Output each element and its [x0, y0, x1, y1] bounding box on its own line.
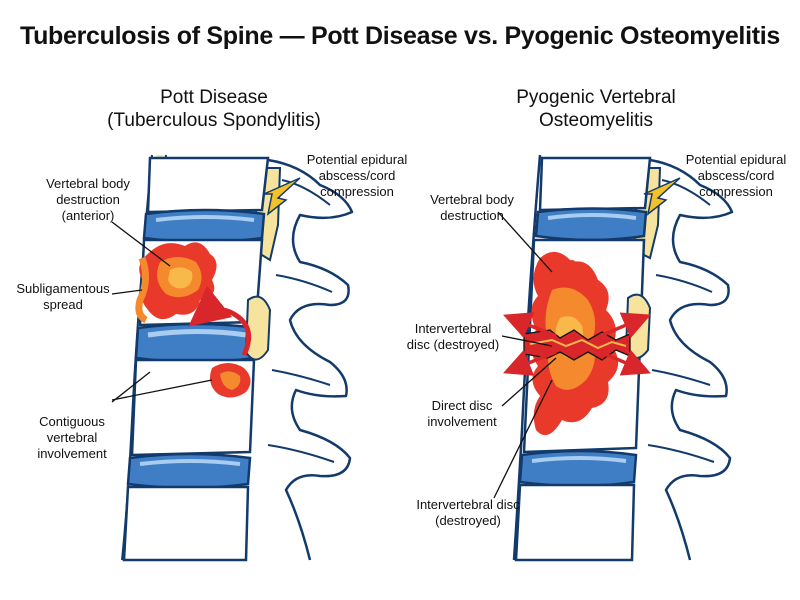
pyogenic-epidural-arrow: [643, 177, 681, 216]
pott-neural-foramen: [244, 295, 272, 361]
right-panel-title-line-1: Pyogenic Vertebral: [516, 87, 676, 108]
pott-epidural-label: Potential epidural abscess/cord compress…: [292, 152, 422, 200]
pott-subligamentous-label-line-1: Subligamentous: [16, 281, 110, 296]
pyogenic-lower-disc-label-line-2: (destroyed): [435, 513, 501, 528]
pyogenic-direct-disc-label-line-2: involvement: [427, 414, 497, 429]
pott-posterior-elements: [267, 158, 354, 561]
pott-contiguous-label-line-1: Contiguous: [39, 414, 105, 429]
pyogenic-posterior-elements: [649, 158, 734, 561]
pott-destruction-label-line-3: (anterior): [61, 208, 115, 223]
pott-contiguous-label-line-2: vertebral: [46, 430, 98, 445]
pyogenic-lower-disc-label-line-1: Intervertebral disc: [416, 497, 520, 512]
pott-epidural-label-line-1: Potential epidural: [306, 152, 408, 167]
pott-subligamentous-lesion: [135, 256, 149, 324]
pyogenic-disc-destroyed-label-line-1: Intervertebral: [414, 321, 492, 336]
right-panel-title: Pyogenic Vertebral Osteomyelitis: [446, 86, 746, 132]
pyogenic-vertebra-bottom: [514, 483, 636, 562]
pyogenic-epidural-label-line-2: abscess/cord: [697, 168, 775, 183]
pott-disc-top: [142, 208, 266, 244]
left-panel-title-line-1: Pott Disease: [160, 87, 268, 108]
pott-subligamentous-label: Subligamentous spread: [8, 281, 118, 313]
pyogenic-destruction-label-line-2: destruction: [440, 208, 504, 223]
pott-spread-arrow: [188, 285, 252, 357]
pott-subligamentous-label-line-2: spread: [43, 297, 83, 312]
pott-contiguous-label: Contiguous vertebral involvement: [22, 414, 122, 462]
right-panel-title-line-2: Osteomyelitis: [538, 110, 654, 131]
main-title: Tuberculosis of Spine — Pott Disease vs.…: [19, 22, 781, 50]
pyogenic-direct-disc-label: Direct disc involvement: [414, 398, 510, 430]
pyogenic-epidural-label-line-3: compression: [699, 184, 773, 199]
pyogenic-destruction-label: Vertebral body destruction: [414, 192, 530, 224]
pyogenic-vertebra-top: [538, 156, 652, 212]
left-panel-title-line-2: (Tuberculous Spondylitis): [107, 110, 321, 131]
pyogenic-anterior-outline: [512, 154, 542, 561]
pyogenic-epidural-label: Potential epidural abscess/cord compress…: [674, 152, 798, 200]
pyogenic-disc-destroyed-label: Intervertebral disc (destroyed): [398, 321, 508, 353]
pott-vertebra-bottom: [122, 485, 250, 562]
pyogenic-spread-arrows: [503, 312, 651, 376]
pott-destruction-label-line-2: destruction: [56, 192, 120, 207]
pott-destruction-label-line-1: Vertebral body: [46, 176, 130, 191]
pott-epidural-label-line-3: compression: [320, 184, 394, 199]
pyogenic-direct-disc-label-line-1: Direct disc: [431, 398, 493, 413]
left-panel-title: Pott Disease (Tuberculous Spondylitis): [64, 86, 364, 132]
pott-leader-lines: [111, 221, 213, 403]
pott-destruction-label: Vertebral body destruction (anterior): [30, 176, 146, 224]
pyogenic-epidural-label-line-1: Potential epidural: [685, 152, 787, 167]
pott-vertebra-top: [146, 156, 270, 214]
pyogenic-leader-lines: [493, 211, 557, 499]
pyogenic-disc-destroyed-label-line-2: disc (destroyed): [406, 337, 500, 352]
pott-spine-illustration: [121, 154, 354, 562]
pott-contiguous-label-line-3: involvement: [37, 446, 107, 461]
pyogenic-destruction-label-line-1: Vertebral body: [430, 192, 514, 207]
pyogenic-lower-disc-label: Intervertebral disc (destroyed): [398, 497, 538, 529]
pott-epidural-arrow: [263, 177, 301, 216]
pyogenic-spine-illustration: [503, 154, 734, 562]
pott-epidural-label-line-2: abscess/cord: [318, 168, 396, 183]
